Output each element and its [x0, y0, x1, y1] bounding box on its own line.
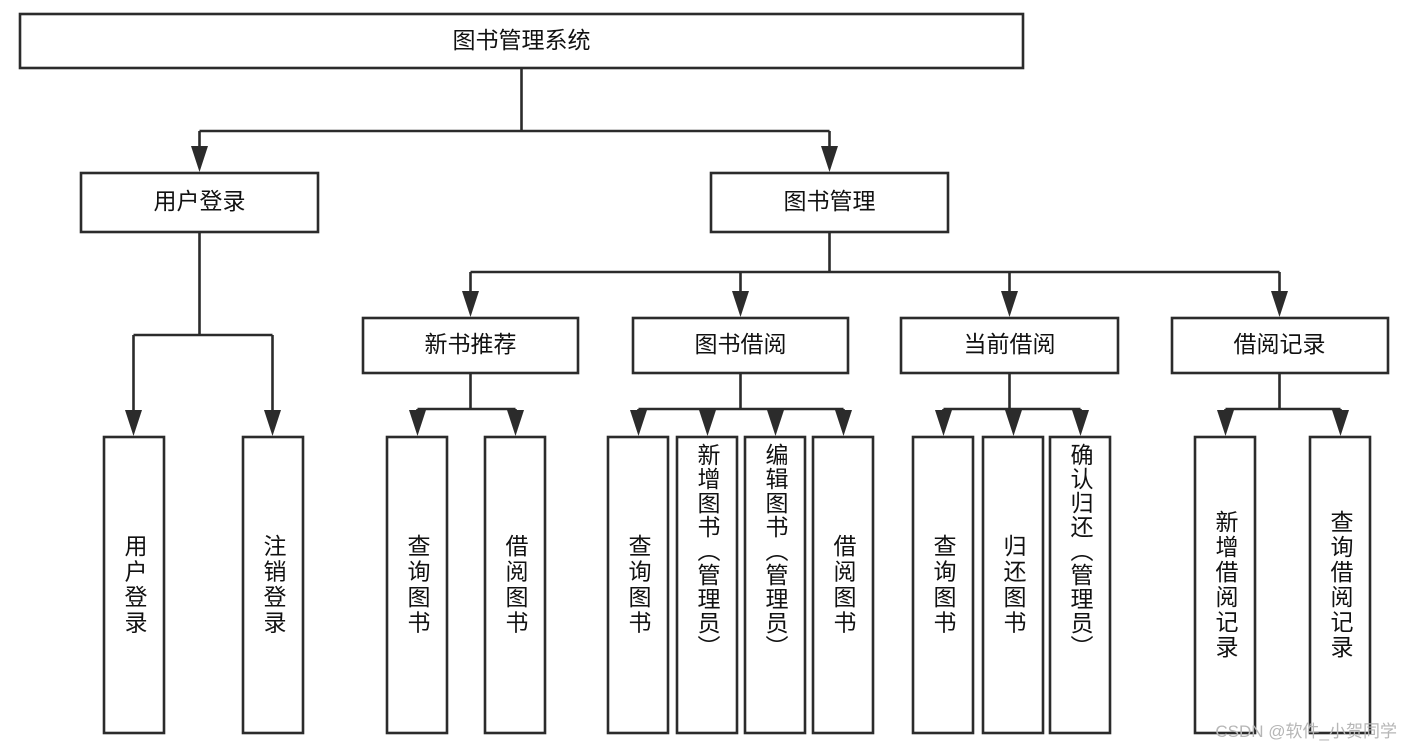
- node-label-current-borrow: 当前借阅: [964, 331, 1056, 357]
- leaf-label-cb-confirm-return: 确认归还（管理员）: [1067, 443, 1093, 659]
- leaf-node-cb-confirm-return[interactable]: 确认归还（管理员）: [1048, 435, 1112, 735]
- leaf-text-holder-bb-add-book: 新增图书（管理员）: [694, 443, 720, 659]
- node-box-current-borrow: [899, 316, 1120, 375]
- leaf-node-bb-edit-book[interactable]: 编辑图书（管理员）: [743, 435, 807, 735]
- leaf-node-logout[interactable]: 注销登录: [241, 435, 305, 735]
- leaf-text-holder-cb-query-book: 查询图书: [930, 534, 956, 636]
- leaf-box-bb-add-book: [675, 435, 739, 735]
- leaf-text-holder-bb-borrow-book: 借阅图书: [830, 534, 856, 636]
- node-box-new-book-recommend: [361, 316, 580, 375]
- leaf-node-cb-return-book[interactable]: 归还图书: [981, 435, 1045, 735]
- leaf-text-holder-logout: 注销登录: [260, 534, 286, 636]
- leaf-node-bb-add-book[interactable]: 新增图书（管理员）: [675, 435, 739, 735]
- leaf-text-holder-bb-edit-book: 编辑图书（管理员）: [762, 443, 788, 659]
- node-box-book-borrow: [631, 316, 850, 375]
- node-new-book-recommend[interactable]: 新书推荐: [361, 316, 580, 375]
- leaf-label-br-query-record: 查询借阅记录: [1327, 510, 1353, 660]
- leaf-label-br-add-record: 新增借阅记录: [1212, 510, 1238, 660]
- leaf-node-user-login[interactable]: 用户登录: [102, 435, 166, 735]
- arrow-head-book-mgmt: [821, 146, 838, 172]
- arrow-head-bb-query-book: [630, 410, 647, 436]
- node-label-root: 图书管理系统: [453, 27, 591, 53]
- leaf-node-nbr-query-book[interactable]: 查询图书: [385, 435, 449, 735]
- leaf-box-logout: [241, 435, 305, 735]
- leaf-label-bb-borrow-book: 借阅图书: [830, 534, 856, 636]
- leaf-text-holder-br-query-record: 查询借阅记录: [1327, 510, 1353, 660]
- leaf-text-holder-br-add-record: 新增借阅记录: [1212, 510, 1238, 660]
- leaf-text-holder-nbr-query-book: 查询图书: [404, 534, 430, 636]
- leaf-text-holder-nbr-borrow-book: 借阅图书: [502, 534, 528, 636]
- arrow-head-nbr-borrow-book: [507, 410, 524, 436]
- leaf-box-nbr-borrow-book: [483, 435, 547, 735]
- leaf-label-bb-edit-book: 编辑图书（管理员）: [762, 443, 788, 659]
- arrow-head-br-query-record: [1332, 410, 1349, 436]
- arrow-head-current-borrow: [1001, 291, 1018, 317]
- arrow-head-bb-edit-book: [767, 410, 784, 436]
- arrow-head-user-login: [191, 146, 208, 172]
- node-root-system[interactable]: 图书管理系统: [18, 12, 1025, 70]
- arrow-head-nbr-query-book: [409, 410, 426, 436]
- arrow-head-bb-borrow-book: [835, 410, 852, 436]
- leaf-node-bb-query-book[interactable]: 查询图书: [606, 435, 670, 735]
- node-box-root: [18, 12, 1025, 70]
- node-label-book-management: 图书管理: [784, 188, 876, 214]
- leaf-node-bb-borrow-book[interactable]: 借阅图书: [811, 435, 875, 735]
- node-label-new-book-recommend: 新书推荐: [425, 331, 517, 357]
- leaf-box-cb-query-book: [911, 435, 975, 735]
- leaf-text-holder-cb-confirm-return: 确认归还（管理员）: [1067, 443, 1093, 659]
- node-box-book-management: [709, 171, 950, 234]
- node-borrow-record[interactable]: 借阅记录: [1170, 316, 1390, 375]
- leaf-box-nbr-query-book: [385, 435, 449, 735]
- leaf-label-logout: 注销登录: [260, 534, 286, 636]
- leaf-text-holder-bb-query-book: 查询图书: [625, 534, 651, 636]
- leaf-node-br-add-record[interactable]: 新增借阅记录: [1193, 435, 1257, 735]
- leaf-box-bb-edit-book: [743, 435, 807, 735]
- leaf-label-bb-query-book: 查询图书: [625, 534, 651, 636]
- leaf-label-cb-query-book: 查询图书: [930, 534, 956, 636]
- node-label-book-borrow: 图书借阅: [695, 331, 787, 357]
- leaf-label-cb-return-book: 归还图书: [1000, 534, 1026, 636]
- arrow-head-leaf-user-login: [125, 410, 142, 436]
- node-book-borrow[interactable]: 图书借阅: [631, 316, 850, 375]
- leaf-node-br-query-record[interactable]: 查询借阅记录: [1308, 435, 1372, 735]
- node-current-borrow[interactable]: 当前借阅: [899, 316, 1120, 375]
- arrow-head-new-book-rec: [462, 291, 479, 317]
- node-box-user-login: [79, 171, 320, 234]
- leaf-box-cb-return-book: [981, 435, 1045, 735]
- arrow-head-bb-add-book: [699, 410, 716, 436]
- arrow-head-cb-confirm-return: [1072, 410, 1089, 436]
- arrow-head-br-add-record: [1217, 410, 1234, 436]
- arrow-head-book-borrow: [732, 291, 749, 317]
- leaf-box-cb-confirm-return: [1048, 435, 1112, 735]
- leaf-label-bb-add-book: 新增图书（管理员）: [694, 443, 720, 659]
- leaf-text-holder-user-login: 用户登录: [121, 534, 147, 636]
- leaf-node-cb-query-book[interactable]: 查询图书: [911, 435, 975, 735]
- leaf-text-holder-cb-return-book: 归还图书: [1000, 534, 1026, 636]
- leaf-label-nbr-borrow-book: 借阅图书: [502, 534, 528, 636]
- node-book-management[interactable]: 图书管理: [709, 171, 950, 234]
- leaf-box-user-login: [102, 435, 166, 735]
- csdn-watermark: CSDN @软件_小贺同学: [1215, 722, 1397, 741]
- arrow-head-cb-query-book: [935, 410, 952, 436]
- leaf-node-nbr-borrow-book[interactable]: 借阅图书: [483, 435, 547, 735]
- leaf-box-br-add-record: [1193, 435, 1257, 735]
- arrow-head-cb-return-book: [1005, 410, 1022, 436]
- node-user-login[interactable]: 用户登录: [79, 171, 320, 234]
- node-box-borrow-record: [1170, 316, 1390, 375]
- node-label-borrow-record: 借阅记录: [1234, 331, 1326, 357]
- leaf-box-bb-query-book: [606, 435, 670, 735]
- leaf-box-br-query-record: [1308, 435, 1372, 735]
- leaf-label-nbr-query-book: 查询图书: [404, 534, 430, 636]
- node-label-user-login: 用户登录: [154, 188, 246, 214]
- connector-layer: [125, 68, 1349, 436]
- arrow-head-borrow-record: [1271, 291, 1288, 317]
- arrow-head-leaf-logout: [264, 410, 281, 436]
- leaf-label-user-login: 用户登录: [121, 534, 147, 636]
- leaf-box-bb-borrow-book: [811, 435, 875, 735]
